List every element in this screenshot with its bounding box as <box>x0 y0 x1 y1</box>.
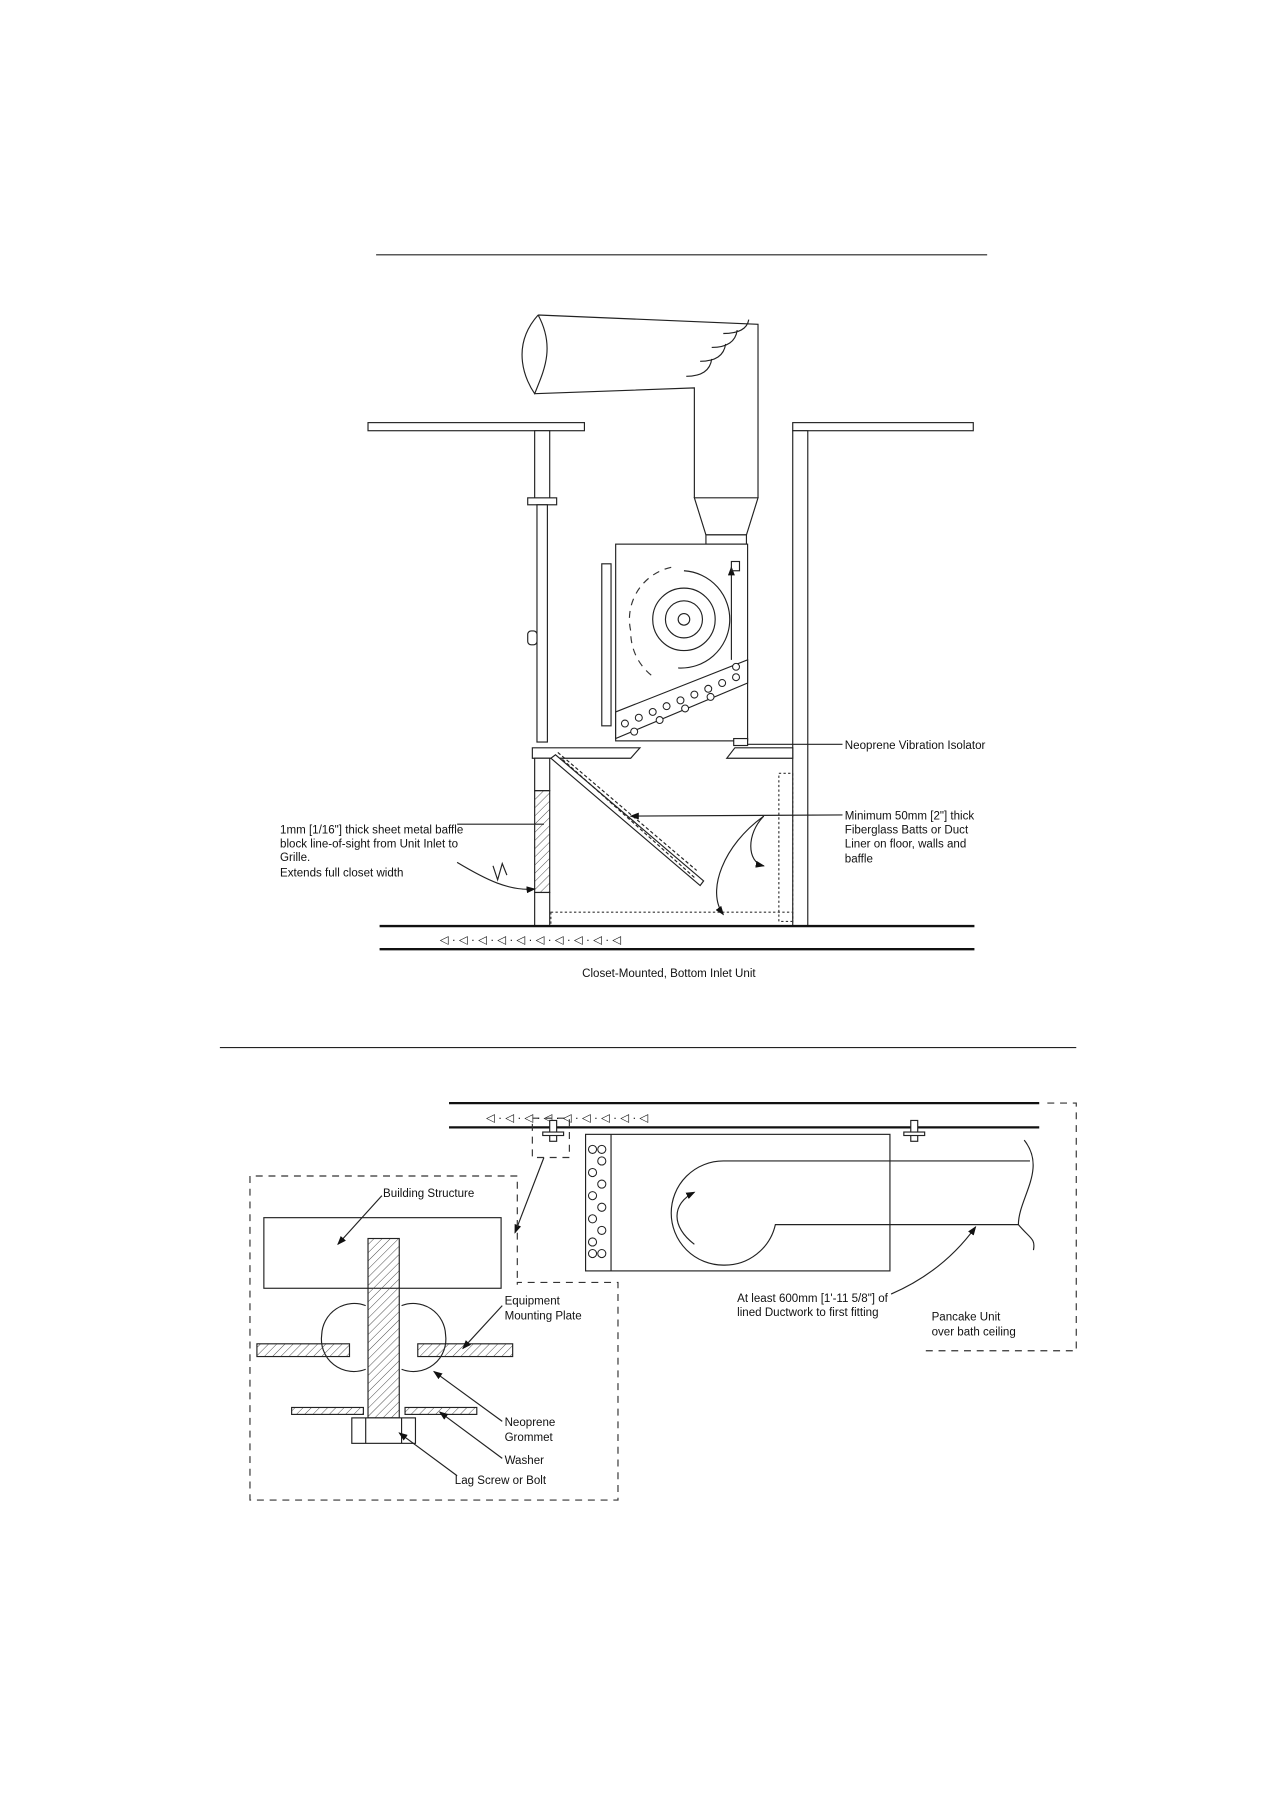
grommet-label: Neoprene Grommet <box>505 1417 556 1444</box>
return-grille <box>534 790 551 894</box>
neoprene-grommet-left <box>320 1302 366 1373</box>
svg-text:1mm [1/16"] thick sheet metal: 1mm [1/16"] thick sheet metal baffle <box>280 824 463 836</box>
washer-label: Washer <box>505 1455 545 1467</box>
floor-insulation <box>550 911 794 927</box>
ceiling-right <box>792 422 974 432</box>
wall-insulation <box>778 772 794 922</box>
pancake-filter <box>587 1144 607 1259</box>
svg-text:Grommet: Grommet <box>505 1432 554 1444</box>
svg-text:Grille.: Grille. <box>280 852 310 864</box>
baffle-insulation <box>557 752 698 878</box>
blower-housing <box>670 1160 1030 1266</box>
svg-text:over bath ceiling: over bath ceiling <box>932 1327 1016 1339</box>
bolt-head <box>351 1417 417 1444</box>
airflow-arrows <box>686 319 750 377</box>
vibration-isolator <box>733 737 749 747</box>
door-handle <box>527 630 538 646</box>
svg-text:block line-of-sight from Unit: block line-of-sight from Unit Inlet to <box>280 838 458 850</box>
mounting-plate-left <box>256 1343 351 1358</box>
svg-text:◁ · ◁ · ◁ · ◁ · ◁ ·: ◁ · ◁ · ◁ · ◁ · ◁ · ◁ · ◁ · ◁ · ◁ <box>486 1113 649 1125</box>
svg-text:Equipment: Equipment <box>505 1295 561 1307</box>
svg-text:Minimum 50mm [2"] thick: Minimum 50mm [2"] thick <box>845 811 975 823</box>
washer-left <box>291 1406 364 1415</box>
unit-platform-right <box>725 747 794 759</box>
ceiling-left <box>367 422 586 432</box>
duct-transition <box>693 497 759 536</box>
return-airflow-arrow <box>715 815 765 916</box>
svg-text:Fiberglass Batts or Duct: Fiberglass Batts or Duct <box>845 824 969 836</box>
hanger-bolt-left <box>549 1119 558 1142</box>
blower-wheel <box>652 587 716 652</box>
mounting-plate-label: Equipment Mounting Plate <box>505 1295 582 1322</box>
supply-duct <box>521 314 759 498</box>
svg-text:lined Ductwork to first fittin: lined Ductwork to first fitting <box>737 1307 878 1319</box>
floor-slab: ◁ · ◁ · ◁ · ◁ · ◁ · ◁ · ◁ · ◁ · ◁ · ◁ <box>379 924 975 951</box>
mounting-detail: Building Structure Equipment Mounting Pl… <box>249 1175 619 1501</box>
svg-text:Pancake Unit: Pancake Unit <box>932 1312 1002 1324</box>
lag-screw <box>367 1237 400 1419</box>
right-wall <box>792 430 809 927</box>
unit-platform-left <box>531 747 642 759</box>
lag-screw-label: Lag Screw or Bolt <box>455 1475 547 1487</box>
svg-text:Extends full closet width: Extends full closet width <box>280 867 403 879</box>
fiberglass-label: Minimum 50mm [2"] thick Fiberglass Batts… <box>845 811 975 866</box>
svg-text:At least 600mm [1'-11 5/8"] of: At least 600mm [1'-11 5/8"] of <box>737 1293 888 1305</box>
closet-mounted-detail: ◁ · ◁ · ◁ · ◁ · ◁ · ◁ · ◁ · ◁ · ◁ · ◁ Ne… <box>280 254 988 980</box>
svg-text:◁ · ◁ · ◁ · ◁ · ◁ ·: ◁ · ◁ · ◁ · ◁ · ◁ · ◁ · ◁ · ◁ · ◁ · ◁ <box>440 934 623 946</box>
duct-break <box>1017 1139 1035 1251</box>
svg-text:Liner on floor, walls and: Liner on floor, walls and <box>845 838 966 850</box>
neoprene-grommet-right <box>401 1302 447 1373</box>
svg-text:Neoprene: Neoprene <box>505 1417 556 1429</box>
pancake-unit-detail: ◁ · ◁ · ◁ · ◁ · ◁ · ◁ · ◁ · ◁ · ◁ At lea… <box>449 1101 1077 1352</box>
closet-door <box>534 430 551 501</box>
svg-text:Mounting Plate: Mounting Plate <box>505 1311 582 1323</box>
ceiling-slab: ◁ · ◁ · ◁ · ◁ · ◁ · ◁ · ◁ · ◁ · ◁ <box>449 1101 1040 1129</box>
pancake-unit <box>585 1133 891 1272</box>
filter-media <box>620 662 741 736</box>
duct-label: At least 600mm [1'-11 5/8"] of lined Duc… <box>737 1293 888 1319</box>
baffle-label: 1mm [1/16"] thick sheet metal baffle blo… <box>280 824 463 879</box>
svg-text:baffle: baffle <box>845 853 873 865</box>
hanger-bolt-right <box>910 1119 919 1142</box>
building-structure-label: Building Structure <box>383 1188 474 1200</box>
baffle <box>549 754 705 887</box>
closet-caption: Closet-Mounted, Bottom Inlet Unit <box>582 968 756 980</box>
pancake-unit-label: Pancake Unit over bath ceiling <box>932 1312 1016 1339</box>
isolator-label: Neoprene Vibration Isolator <box>845 740 986 752</box>
